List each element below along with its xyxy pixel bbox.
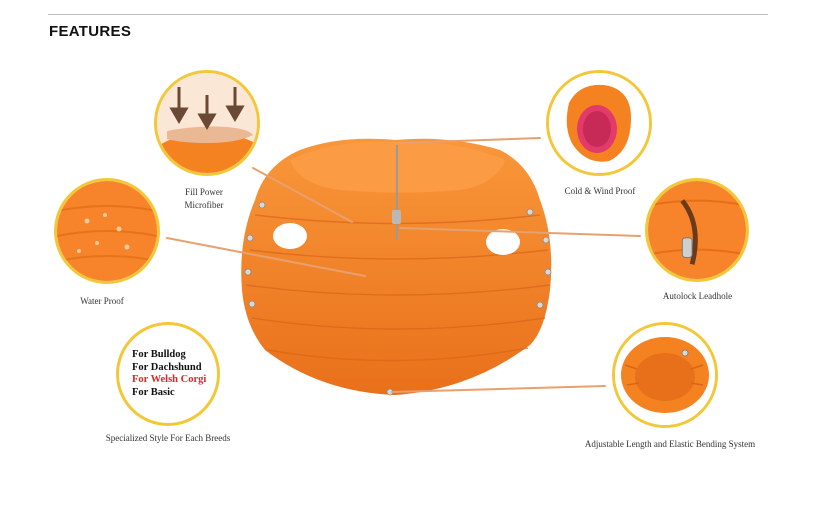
specialized-caption: Specialized Style For Each Breeds bbox=[105, 433, 231, 443]
autolock-caption: Autolock Leadhole bbox=[662, 291, 733, 301]
breed-list: For Bulldog For Dachshund For Welsh Corg… bbox=[132, 349, 206, 399]
water-droplets-icon bbox=[57, 181, 157, 281]
autolock-circle bbox=[645, 178, 749, 282]
hood-icon bbox=[549, 73, 649, 173]
breed-item-basic: For Basic bbox=[132, 386, 175, 398]
elastic-hem-icon bbox=[615, 325, 715, 425]
zipper-icon bbox=[648, 181, 746, 279]
page-title: FEATURES bbox=[49, 23, 132, 40]
down-arrows-hand-icon bbox=[157, 73, 257, 173]
cold-wind-circle bbox=[546, 70, 652, 176]
fill-power-caption: Fill Power Microfiber bbox=[160, 186, 248, 212]
water-proof-circle bbox=[54, 178, 160, 284]
breed-item-welsh-corgi: For Welsh Corgi bbox=[132, 374, 207, 385]
fill-power-label-line2: Microfiber bbox=[184, 200, 224, 210]
breed-item-bulldog: For Bulldog bbox=[132, 349, 186, 360]
fill-power-label-line1: Fill Power bbox=[185, 187, 223, 197]
adjustable-circle bbox=[612, 322, 718, 428]
breed-item-dachshund: For Dachshund bbox=[132, 361, 202, 373]
top-divider bbox=[48, 14, 768, 15]
cold-wind-caption: Cold & Wind Proof bbox=[564, 186, 636, 196]
specialized-circle bbox=[116, 322, 220, 426]
fill-power-circle bbox=[154, 70, 260, 176]
water-proof-caption: Water Proof bbox=[80, 296, 124, 306]
adjustable-caption: Adjustable Length and Elastic Bending Sy… bbox=[584, 439, 756, 449]
